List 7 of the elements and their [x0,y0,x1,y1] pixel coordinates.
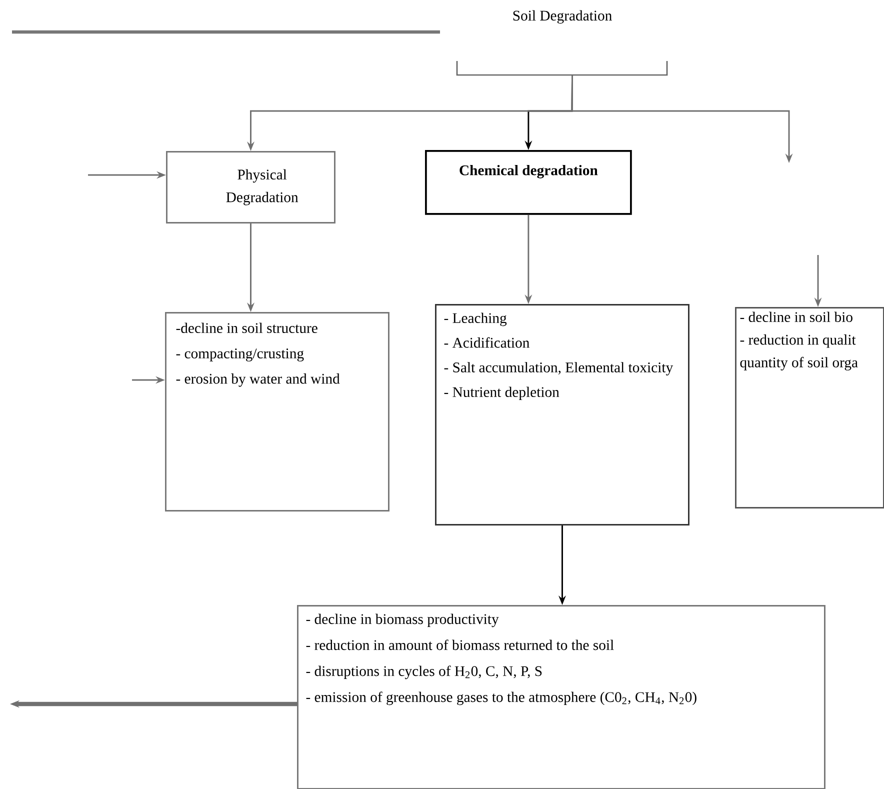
effects-box: - decline in biomass productivity - reduction in amount of biomass returned to the soil - disruptions in cycles of H$_{2}$0, C, N, P, S - emission of greenhouse gases to the atmosphere (C0$_{2}$, CH$_{4}$, N$_{2}$0) [297,605,826,789]
effects-box: - Leaching - Acidification - Salt accumulation, Elemental toxicity - Nutrient depletion [435,304,690,526]
effects-box: - decline in soil bio - reduction in qualit quantity of soil orga [735,307,884,508]
title-text: Soil Degradation [513,10,612,24]
process-box: Chemical degradation [425,150,632,215]
effects-box: -decline in soil structure - compacting/crusting - erosion by water and wind [165,312,390,512]
process-box: Physical Degradation [166,151,336,224]
